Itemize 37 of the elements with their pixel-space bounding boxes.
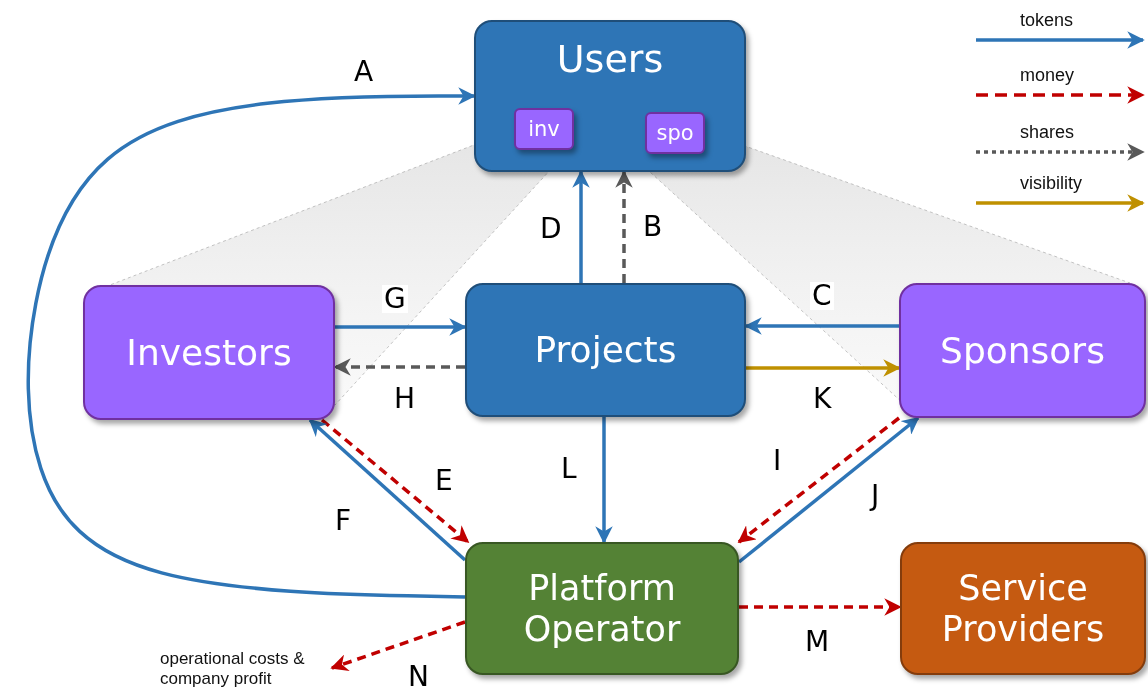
role-box	[900, 542, 1146, 675]
sub-box	[645, 112, 705, 154]
box-label: Projects	[534, 329, 677, 371]
role-box	[465, 542, 739, 675]
arrow	[330, 620, 466, 672]
role-box	[899, 283, 1146, 418]
arrow	[333, 358, 465, 376]
legend-label: shares	[1020, 122, 1075, 143]
legend-label: money	[1020, 65, 1075, 86]
edge-label: G	[382, 285, 408, 313]
arrow	[744, 317, 899, 335]
arrow	[746, 359, 901, 377]
arrow	[737, 416, 901, 544]
arrow	[737, 416, 920, 564]
arrow	[615, 170, 633, 283]
box-label: Users	[556, 38, 664, 82]
legend-label: tokens	[1020, 10, 1074, 31]
edge-label: C	[810, 282, 834, 310]
group-box	[474, 20, 746, 172]
arrow	[572, 170, 590, 283]
sub-box	[514, 108, 574, 150]
arrow	[320, 418, 470, 544]
arrow	[739, 598, 902, 616]
role-box	[83, 285, 335, 420]
note-text: operational costs & company profit	[160, 649, 306, 689]
box-label: spo	[656, 120, 694, 146]
legend-label: visibility	[1020, 173, 1082, 194]
box-label: inv	[528, 116, 560, 142]
group-box	[465, 283, 746, 417]
box-label: Platform Operator	[522, 568, 682, 649]
arrow	[308, 418, 467, 562]
arrow	[26, 87, 476, 599]
arrow	[595, 417, 613, 544]
box-label: Sponsors	[940, 329, 1105, 372]
arrow	[335, 318, 467, 336]
box-label: Service Providers	[940, 568, 1106, 649]
box-label: Investors	[126, 331, 292, 374]
